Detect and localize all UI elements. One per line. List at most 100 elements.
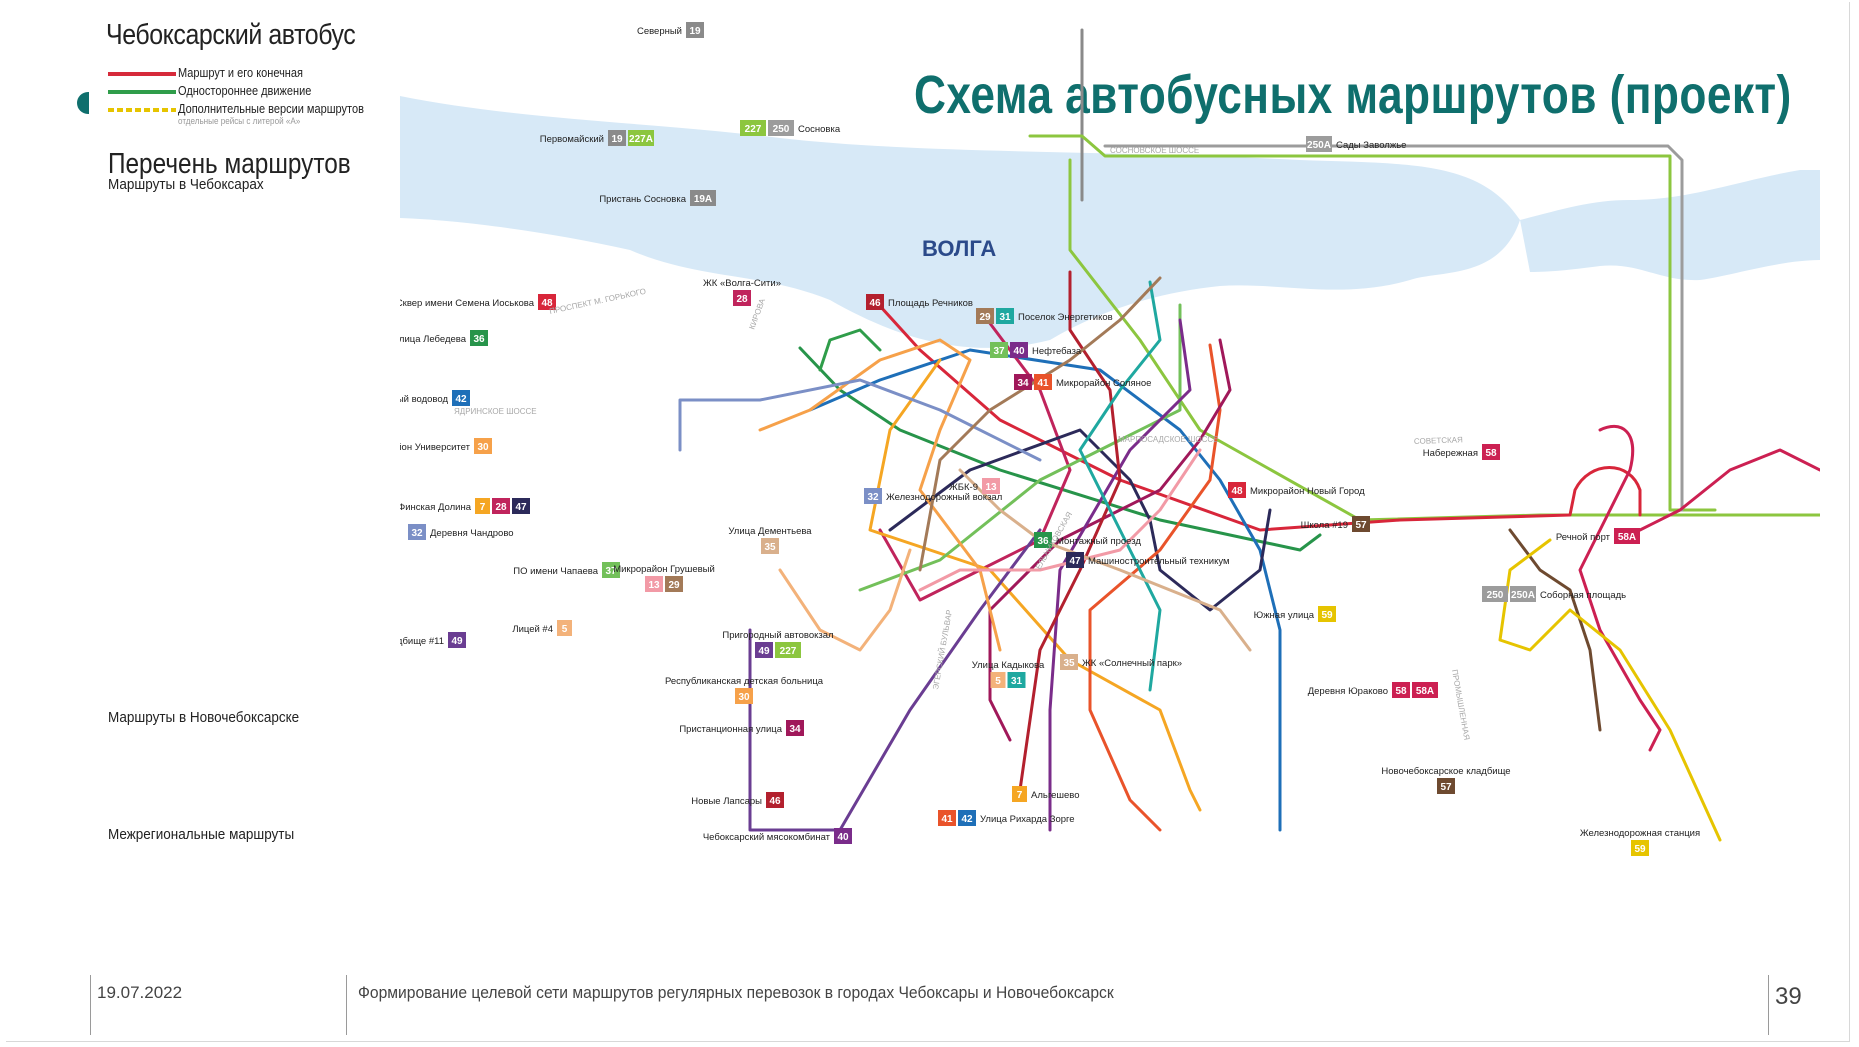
volga-river: [400, 96, 1520, 348]
stop-badge-number: 13: [648, 580, 660, 591]
stop-badge: [866, 294, 884, 310]
page-number: 39: [1775, 983, 1802, 1010]
street-label: ЯДРИНСКОЕ ШОССЕ: [454, 407, 537, 416]
stop-badge: [761, 538, 779, 554]
stop-badge: [608, 130, 626, 146]
stop-name: Деревня Чандрово: [430, 528, 514, 539]
stop-badge-number: 37: [993, 346, 1005, 357]
stop-badge: [958, 810, 976, 826]
stop-badge-number: 49: [758, 646, 770, 657]
footer-divider: [90, 975, 91, 1035]
stop-badge-number: 40: [1013, 346, 1025, 357]
map-stop: 42Заовражный водовод: [400, 390, 470, 406]
legend-row: Одностороннее движение: [106, 84, 406, 100]
route-line: [1078, 280, 1162, 692]
stop-badge: [1014, 374, 1032, 390]
stop-badge: [470, 330, 488, 346]
stop-name: Первомайский: [540, 134, 604, 145]
stop-name: Сквер имени Семена Иоськова: [400, 298, 535, 309]
route-line: [1638, 448, 1820, 532]
stop-name: Пригородный автовокзал: [722, 630, 833, 641]
stop-badge-number: 35: [764, 542, 776, 553]
stop-badge: [982, 478, 1000, 494]
stop-name: Сосновка: [798, 124, 841, 135]
stop-badge-number: 227: [745, 124, 762, 135]
stop-badge: [1034, 532, 1052, 548]
stop-badge-number: 19: [689, 26, 701, 37]
stop-name: Железнодорожная станция: [1580, 828, 1700, 839]
route-line: [818, 328, 882, 372]
route-line: [1578, 424, 1662, 752]
legend-sublabel: отдельные рейсы с литерой «А»: [178, 116, 301, 126]
stop-badge-number: 31: [1011, 676, 1023, 687]
stop-badge: [1614, 528, 1640, 544]
stop-name: Машиностроительный техникум: [1088, 556, 1230, 567]
stop-name: Микрорайон Университет: [400, 442, 471, 453]
route-line: [1103, 144, 1684, 512]
route-line: [808, 348, 1282, 832]
route-line: [1068, 158, 1820, 522]
stop-badge: [733, 290, 751, 306]
main-title: Схема автобусных маршрутов (проект): [914, 65, 1792, 125]
stop-name: Новочебоксарское кладбище: [1381, 766, 1510, 777]
stop-badge-number: 37: [605, 566, 617, 577]
stop-name: Микрорайон Соляное: [1056, 378, 1151, 389]
legend-label: Одностороннее движение: [178, 84, 312, 98]
stop-badge: [665, 576, 683, 592]
stop-badge-number: 7: [1017, 790, 1023, 801]
street-label: ПРОМЫШЛЕННАЯ: [1450, 669, 1471, 741]
stop-badge: [1482, 444, 1500, 460]
stop-name: Улица Лебедева: [400, 334, 467, 345]
stop-name: Северный: [637, 26, 682, 37]
stop-badge: [938, 810, 956, 826]
street-label: СОВЕТСКАЯ: [1414, 435, 1463, 446]
stop-badge: [686, 22, 704, 38]
stop-badge: [474, 438, 492, 454]
stop-name: Нефтебаза: [1032, 346, 1082, 357]
stop-name: Деревня Юраково: [1308, 686, 1388, 697]
map-stop: 72847Микрорайон Финская Долина: [400, 498, 530, 514]
stop-badge-number: 32: [411, 528, 423, 539]
stop-badge: [1392, 682, 1410, 698]
route-group-title: Маршруты в Новочебоксарске: [108, 708, 300, 726]
stop-badge-number: 7: [480, 502, 486, 513]
stop-badge-number: 29: [668, 580, 680, 591]
footer-date: 19.07.2022: [97, 983, 183, 1002]
stop-name: ЖБК-9: [949, 482, 978, 493]
stop-badge: [1034, 374, 1052, 390]
stop-badge-number: 58: [1485, 448, 1497, 459]
stop-badge: [1066, 552, 1084, 568]
stop-badge-number: 49: [451, 636, 463, 647]
stop-name: Южная улица: [1254, 610, 1315, 621]
route-lines: [678, 28, 1820, 842]
stop-badge-number: 48: [541, 298, 553, 309]
stop-badge: [1437, 778, 1455, 794]
stop-badge-number: 47: [515, 502, 527, 513]
stop-badge: [645, 576, 663, 592]
stop-badge: [448, 632, 466, 648]
stop-badge: [452, 390, 470, 406]
stop-badge-number: 227: [780, 646, 797, 657]
street-label: ПРОСПЕКТ М. ГОРЬКОГО: [549, 287, 647, 316]
stop-badge-number: 19А: [694, 194, 712, 205]
stop-badge-number: 250: [773, 124, 790, 135]
route-group-title: Межрегиональные маршруты: [108, 825, 295, 843]
stop-badge: [755, 642, 773, 658]
legend-swatch: [108, 90, 176, 94]
stop-badge-number: 46: [869, 298, 881, 309]
stop-badge: [990, 342, 1008, 358]
stop-badge: [408, 524, 426, 540]
stop-badge: [1318, 606, 1336, 622]
footer-description: Формирование целевой сети маршрутов регу…: [358, 983, 1114, 1002]
